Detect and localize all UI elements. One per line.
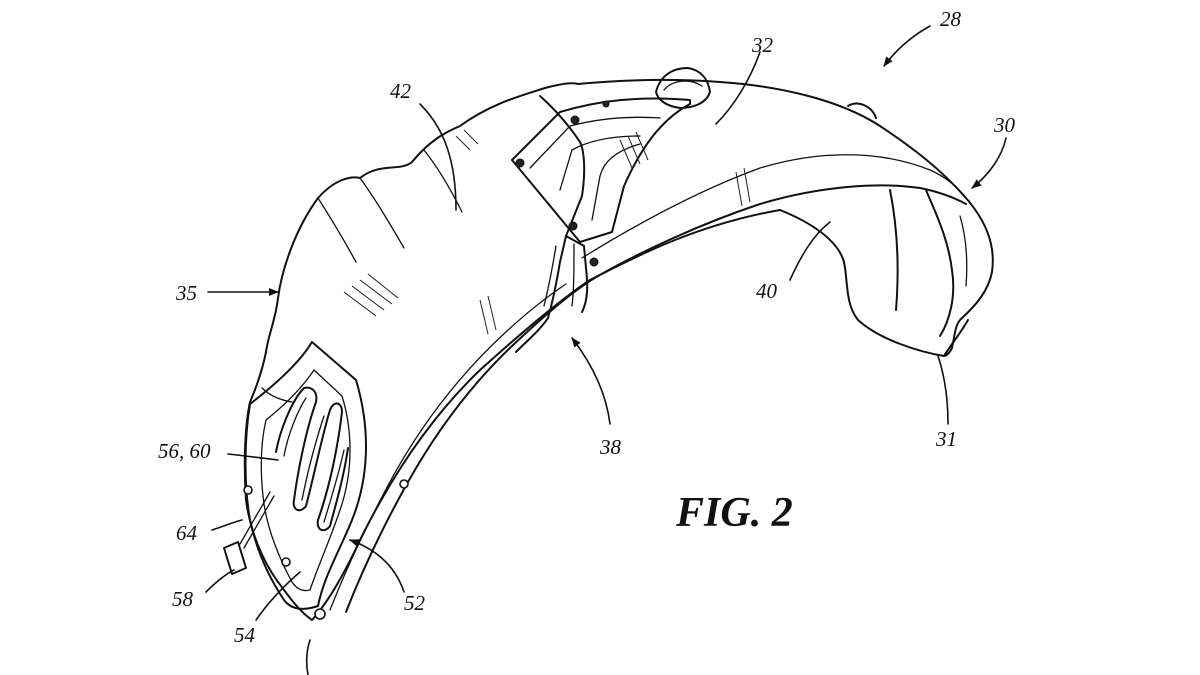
ref-52: 52 — [404, 591, 426, 615]
ref-42: 42 — [390, 79, 412, 103]
seam-region — [511, 95, 691, 353]
reference-numerals: 28 32 30 42 35 40 38 31 56, 60 64 58 54 … — [158, 7, 1016, 647]
ref-40: 40 — [756, 279, 778, 303]
ref-56-60: 56, 60 — [158, 439, 211, 463]
ref-54: 54 — [234, 623, 256, 647]
ref-64: 64 — [176, 521, 198, 545]
ref-35: 35 — [175, 281, 197, 305]
ref-28: 28 — [940, 7, 962, 31]
figure-caption: FIG. 2 — [675, 490, 793, 536]
ref-32: 32 — [751, 33, 774, 57]
ref-30: 30 — [993, 113, 1016, 137]
ref-58: 58 — [172, 587, 194, 611]
leader-lines — [205, 25, 1007, 675]
ref-31: 31 — [935, 427, 957, 451]
ref-38: 38 — [599, 435, 622, 459]
heater-panel — [223, 341, 409, 620]
front-portion — [479, 67, 969, 357]
rear-portion — [261, 129, 479, 403]
liner-outline — [243, 78, 994, 621]
